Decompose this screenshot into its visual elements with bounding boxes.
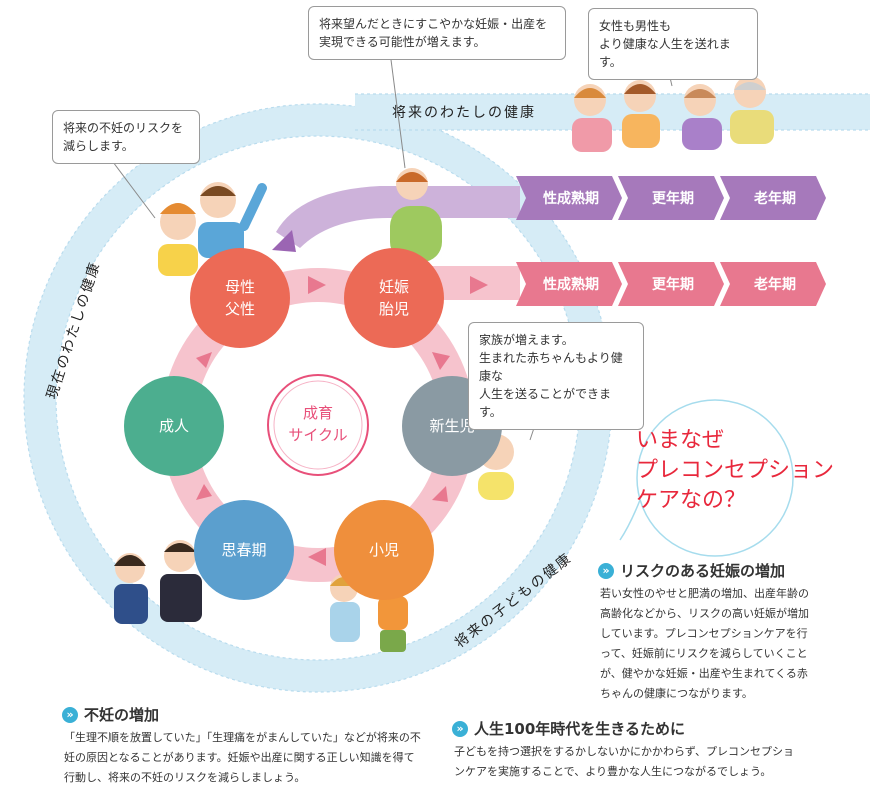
section-title-infertility-text: 不妊の増加 xyxy=(84,706,160,724)
stage-upper-menopause: 更年期 xyxy=(652,191,694,207)
stage-lower-menopause: 更年期 xyxy=(652,277,694,293)
bubble-infertility-risk: 将来の不妊のリスクを 減らします。 xyxy=(52,110,200,164)
stage-upper-elderly: 老年期 xyxy=(754,191,796,207)
band-label-future-me: 将来のわたしの健康 xyxy=(392,105,536,121)
node-parent: 母性 父性 xyxy=(190,248,290,348)
section-title-life100-text: 人生100年時代を生きるために xyxy=(474,720,686,738)
people-illustrations xyxy=(114,76,774,652)
section-title-risk-pregnancy-text: リスクのある妊娠の増加 xyxy=(620,562,786,580)
node-child: 小児 xyxy=(334,500,434,600)
chevron-right-icon: » xyxy=(62,706,78,723)
bubble-pregnancy-future: 将来望んだときにすこやかな妊娠・出産を 実現できる可能性が増えます。 xyxy=(308,6,566,60)
node-puberty: 思春期 xyxy=(194,500,294,600)
chevron-right-icon: » xyxy=(598,562,614,579)
stage-lower-elderly: 老年期 xyxy=(754,277,796,293)
section-title-life100: » 人生100年時代を生きるために xyxy=(452,718,685,739)
chevron-right-icon: » xyxy=(452,720,468,737)
section-title-infertility: » 不妊の増加 xyxy=(62,704,159,725)
node-pregnancy: 妊娠 胎児 xyxy=(344,248,444,348)
headline: いまなぜ プレコンセプション ケアなの？ xyxy=(636,428,835,513)
node-adult: 成人 xyxy=(124,376,224,476)
section-body-infertility: 「生理不順を放置していた」「生理痛をがまんしていた」などが将来の不妊の原因となる… xyxy=(64,731,421,784)
section-title-risk-pregnancy: » リスクのある妊娠の増加 xyxy=(598,560,785,581)
section-body-life100: 子どもを持つ選択をするかしないかにかかわらず、プレコンセプションケアを実施するこ… xyxy=(454,745,795,778)
cycle-center-label: 成育 サイクル xyxy=(288,404,348,444)
bubble-family-grows: 家族が増えます。 生まれた赤ちゃんもより健康な 人生を送ることができます。 xyxy=(468,322,644,430)
bubble-healthier-life: 女性も男性も より健康な人生を送れます。 xyxy=(588,8,758,80)
stage-lower-maturity: 性成熟期 xyxy=(543,277,599,293)
section-body-risk-pregnancy: 若い女性のやせと肥満の増加、出産年齢の高齢化などから、リスクの高い妊娠が増加して… xyxy=(600,587,809,700)
stage-upper-maturity: 性成熟期 xyxy=(543,191,599,207)
